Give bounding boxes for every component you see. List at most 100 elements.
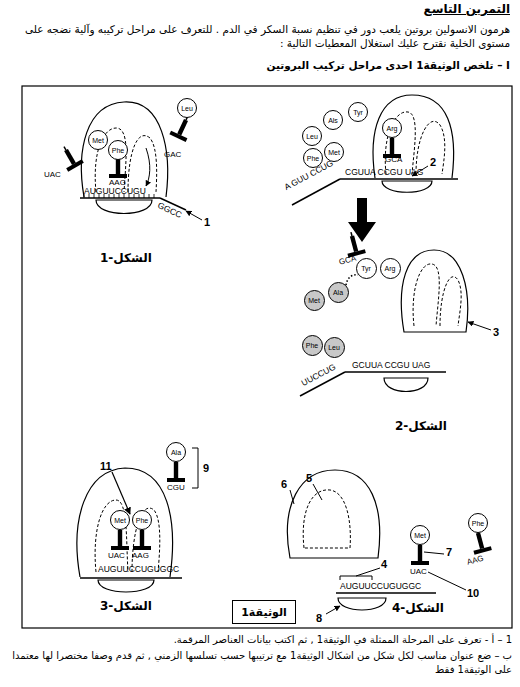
- mrna-strand: [80, 577, 182, 579]
- amino-acid-circle: Ala: [166, 442, 186, 462]
- bracket: [192, 448, 198, 488]
- node-text-stack: Leu: [306, 133, 318, 140]
- ribosome-site: [416, 121, 445, 174]
- amino-acid-name: Als: [328, 117, 338, 124]
- small-subunit: [338, 598, 386, 610]
- leader-line: [313, 484, 322, 500]
- amino-acid-circle: Phe: [108, 140, 128, 160]
- large-subunit: [373, 95, 454, 178]
- sequence-label: 2: [430, 156, 436, 169]
- figure-caption: الشكل-1: [100, 252, 152, 266]
- node-text-stack: Leu: [181, 105, 193, 112]
- amino-acid-name: Tyr: [361, 265, 371, 272]
- sequence-label: AAG: [466, 554, 485, 567]
- amino-acid-circle: Phe: [468, 513, 488, 533]
- small-subunit: [96, 200, 152, 214]
- ribosome-site: [128, 136, 157, 192]
- document-label-box: الوثيقة1: [232, 600, 296, 624]
- small-subunit: [384, 378, 428, 392]
- node-text-stack: الوثيقة1: [241, 606, 287, 619]
- figure-caption: الشكل-2: [395, 420, 447, 434]
- amino-acid-circle: Ala: [328, 282, 349, 303]
- amino-acid-name: Phe: [306, 342, 318, 349]
- sequence-label: 6: [281, 478, 287, 491]
- trna-symbol: [342, 230, 366, 258]
- question-text: 1 – أ - تعرف على المرحلة الممثلة في الوث…: [6, 633, 512, 647]
- amino-acid-circle: Leu: [324, 337, 345, 358]
- sequence-label: UAC: [108, 551, 125, 560]
- title: التمرين التاسع: [423, 3, 510, 17]
- sequence-label: 11: [100, 460, 112, 473]
- amino-acid-name: Arg: [385, 265, 396, 272]
- node-text-stack: Phe: [112, 147, 124, 154]
- amino-acid-circle: Tyr: [348, 102, 368, 122]
- amino-acid-circle: Met: [324, 142, 344, 162]
- node-text-stack: Met: [328, 149, 340, 156]
- sequence-label: UAC: [44, 170, 61, 179]
- sequence-label: UAC: [410, 567, 427, 576]
- ribosome-site: [132, 508, 160, 572]
- leader-line: [186, 211, 202, 220]
- mrna-strand: [345, 371, 446, 373]
- amino-acid-name: Tyr: [353, 109, 363, 116]
- amino-acid-circle: Als: [323, 110, 343, 130]
- sequence-label: 10: [467, 587, 479, 600]
- sequence-label: 4: [381, 558, 387, 571]
- question-text: ب – ضع عنوان مناسب لكل شكل من اشكال الوث…: [6, 649, 512, 676]
- amino-acid-circle: Met: [304, 290, 325, 311]
- sequence-label: AUGUUCCUGUGGC: [340, 582, 421, 592]
- mrna-strand: [80, 197, 160, 199]
- figure-caption: الشكل-4: [392, 602, 444, 616]
- sequence-label: 8: [316, 612, 322, 625]
- sequence-label: AAG: [109, 178, 126, 187]
- node-text-stack: Phe: [136, 517, 148, 524]
- amino-acid-name: Met: [328, 149, 340, 156]
- large-subunit: [287, 470, 379, 558]
- node-text-stack: Arg: [387, 125, 398, 132]
- leader-line: [326, 606, 340, 614]
- sequence-label: GCA: [385, 155, 402, 164]
- amino-acid-circle: Arg: [380, 258, 401, 279]
- sequence-label: GGCC: [156, 201, 183, 221]
- amino-acid-name: Arg: [387, 125, 398, 132]
- question-text: هرمون الانسولين بروتين يلعب دور في تنظيم…: [14, 22, 510, 50]
- sequence-label: AUGUUCCUGUGGC: [98, 565, 179, 575]
- sequence-label: 1: [204, 216, 210, 229]
- node-text-stack: Arg: [385, 265, 396, 272]
- ribosome-site: [413, 264, 439, 326]
- amino-acid-circle: Arg: [382, 118, 402, 138]
- amino-acid-circle: Leu: [177, 98, 197, 118]
- node-text-stack: Met: [92, 137, 104, 144]
- mrna-strand: [336, 592, 436, 594]
- mrna-strand: [340, 178, 458, 180]
- bracket: [340, 576, 372, 580]
- node-text-stack: Leu: [328, 344, 340, 351]
- leader-line: [468, 322, 491, 330]
- small-subunit: [98, 580, 154, 592]
- leader-line: [428, 572, 466, 590]
- sequence-label: GCA: [338, 254, 357, 267]
- document-frame: [22, 86, 512, 628]
- sequence-label: AUGUUCCUGU: [84, 187, 146, 197]
- sequence-label: CGU: [167, 483, 185, 492]
- ribosome-site: [303, 490, 350, 548]
- node-text-stack: Tyr: [353, 109, 363, 116]
- leader-line: [112, 472, 130, 514]
- leader-line: [290, 490, 294, 504]
- node-text-stack: Ala: [333, 289, 343, 296]
- large-subunit: [401, 250, 467, 332]
- amino-acid-circle: Phe: [132, 510, 152, 530]
- sequence-label: 7: [446, 546, 452, 559]
- amino-acid-name: Met: [308, 297, 320, 304]
- document-label: الوثيقة1: [241, 606, 287, 619]
- amino-acid-name: Ala: [333, 289, 343, 296]
- sequence-label: AAG: [132, 551, 149, 560]
- sequence-label: 3: [493, 326, 499, 339]
- amino-acid-circle: Met: [88, 130, 108, 150]
- node-text-stack: Ala: [171, 449, 181, 456]
- small-subunit: [382, 181, 432, 192]
- node-text-stack: Met: [114, 517, 126, 524]
- sequence-label: CGUUA CCGU UAG: [345, 168, 423, 178]
